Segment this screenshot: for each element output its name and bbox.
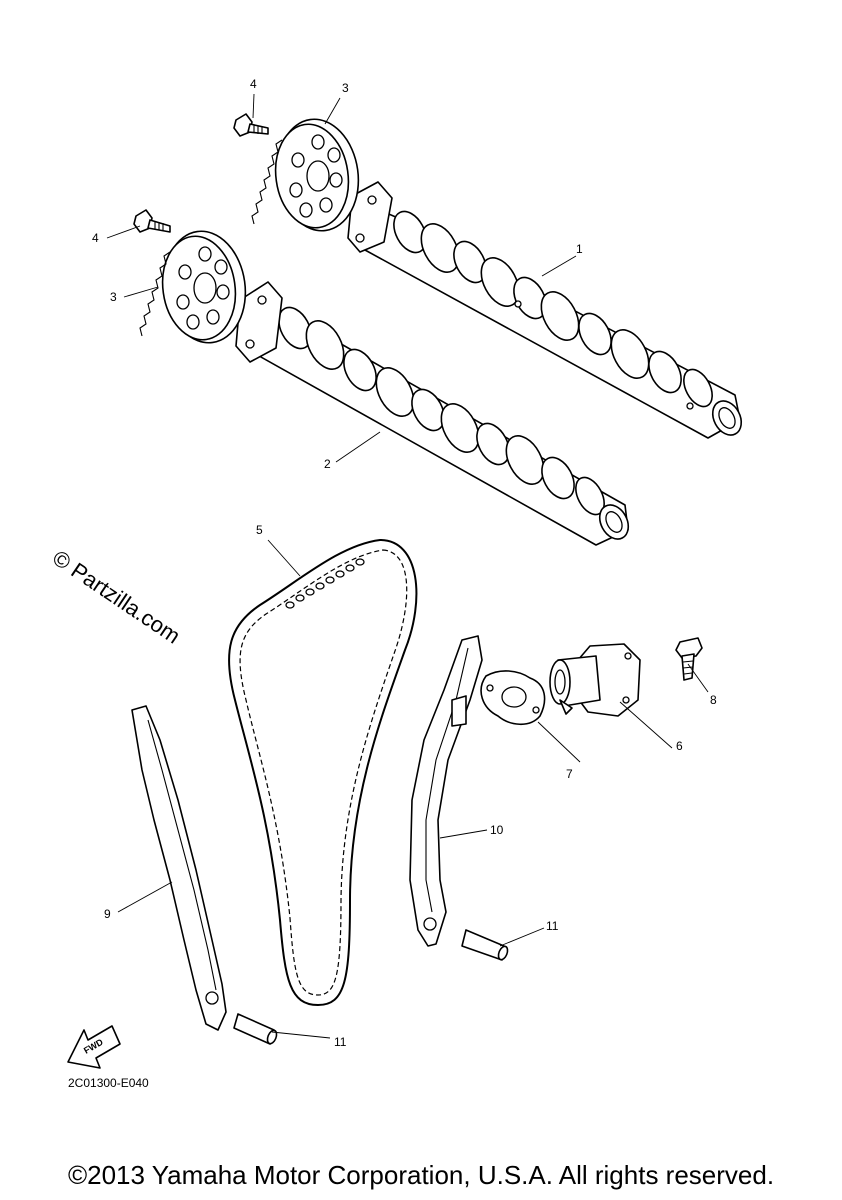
guide-pin-right bbox=[461, 929, 509, 961]
camshaft-lower bbox=[235, 281, 630, 546]
guide-pin-left bbox=[233, 1013, 278, 1045]
callout-2: 2 bbox=[324, 457, 331, 471]
leader-lines bbox=[106, 93, 709, 1039]
sprocket-bolt-lower bbox=[133, 209, 171, 233]
timing-chain bbox=[228, 539, 418, 1006]
callout-1: 1 bbox=[576, 242, 583, 256]
fwd-arrow-icon: FWD bbox=[67, 1025, 121, 1069]
callout-3-upper: 3 bbox=[342, 81, 349, 95]
callout-4-lower: 4 bbox=[92, 231, 99, 245]
callout-8: 8 bbox=[710, 693, 717, 707]
chain-links bbox=[285, 558, 365, 609]
callout-numbers: 1 2 3 4 3 4 5 6 7 8 9 10 11 11 bbox=[92, 77, 717, 1049]
tensioner-gasket bbox=[480, 670, 546, 726]
callout-7: 7 bbox=[566, 767, 573, 781]
callout-11-left: 11 bbox=[334, 1035, 347, 1049]
callout-10: 10 bbox=[490, 823, 504, 837]
sprocket-bolt-upper bbox=[233, 113, 269, 137]
callout-9: 9 bbox=[104, 907, 111, 921]
cam-sprocket-upper bbox=[251, 118, 360, 232]
copyright-notice: ©2013 Yamaha Motor Corporation, U.S.A. A… bbox=[67, 1160, 775, 1190]
tensioner-bolt bbox=[675, 637, 703, 681]
cam-sprocket-lower bbox=[139, 230, 247, 344]
cam-chain-tensioner bbox=[549, 643, 641, 717]
callout-6: 6 bbox=[676, 739, 683, 753]
callout-11-right: 11 bbox=[546, 919, 559, 933]
callout-5: 5 bbox=[256, 523, 263, 537]
chain-guide-fixed bbox=[131, 705, 227, 1031]
callout-4-upper: 4 bbox=[250, 77, 257, 91]
chain-guide-tensioner-side bbox=[409, 635, 483, 947]
camshaft-upper bbox=[347, 181, 743, 439]
reference-code: 2C01300-E040 bbox=[68, 1076, 149, 1090]
callout-3-lower: 3 bbox=[110, 290, 117, 304]
